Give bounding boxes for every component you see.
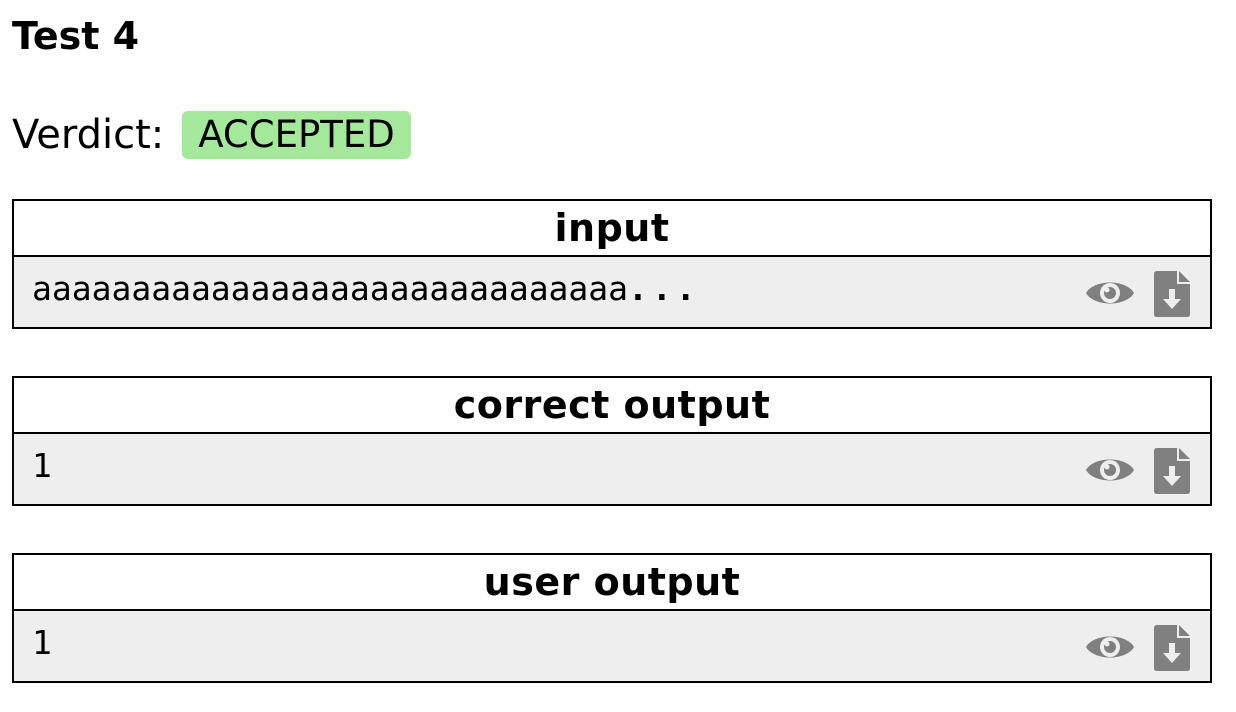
correct-output-panel: correct output 1 <box>12 376 1212 506</box>
panel-header: user output <box>14 555 1210 611</box>
panel-text: aaaaaaaaaaaaaaaaaaaaaaaaaaaaaa <box>32 269 629 308</box>
input-panel: input aaaaaaaaaaaaaaaaaaaaaaaaaaaaaa... <box>12 199 1212 329</box>
eye-icon[interactable] <box>1084 629 1136 665</box>
panel-body: 1 <box>14 434 1210 504</box>
panel-body: aaaaaaaaaaaaaaaaaaaaaaaaaaaaaa... <box>14 257 1210 327</box>
panel-text: 1 <box>32 446 52 485</box>
panel-content: aaaaaaaaaaaaaaaaaaaaaaaaaaaaaa... <box>32 267 700 311</box>
panel-header: correct output <box>14 378 1210 434</box>
verdict-label: Verdict: <box>12 112 165 158</box>
download-file-icon[interactable] <box>1154 448 1190 494</box>
download-file-icon[interactable] <box>1154 625 1190 671</box>
user-output-panel: user output 1 <box>12 553 1212 683</box>
test-title: Test 4 <box>12 14 140 58</box>
panel-content: 1 <box>32 621 52 665</box>
verdict-badge: ACCEPTED <box>182 111 411 159</box>
eye-icon[interactable] <box>1084 275 1136 311</box>
eye-icon[interactable] <box>1084 452 1136 488</box>
verdict-row: Verdict: ACCEPTED <box>12 110 411 160</box>
download-file-icon[interactable] <box>1154 271 1190 317</box>
truncation-ellipsis: ... <box>628 269 700 308</box>
panel-text: 1 <box>32 623 52 662</box>
panel-content: 1 <box>32 444 52 488</box>
panel-body: 1 <box>14 611 1210 681</box>
panel-header: input <box>14 201 1210 257</box>
